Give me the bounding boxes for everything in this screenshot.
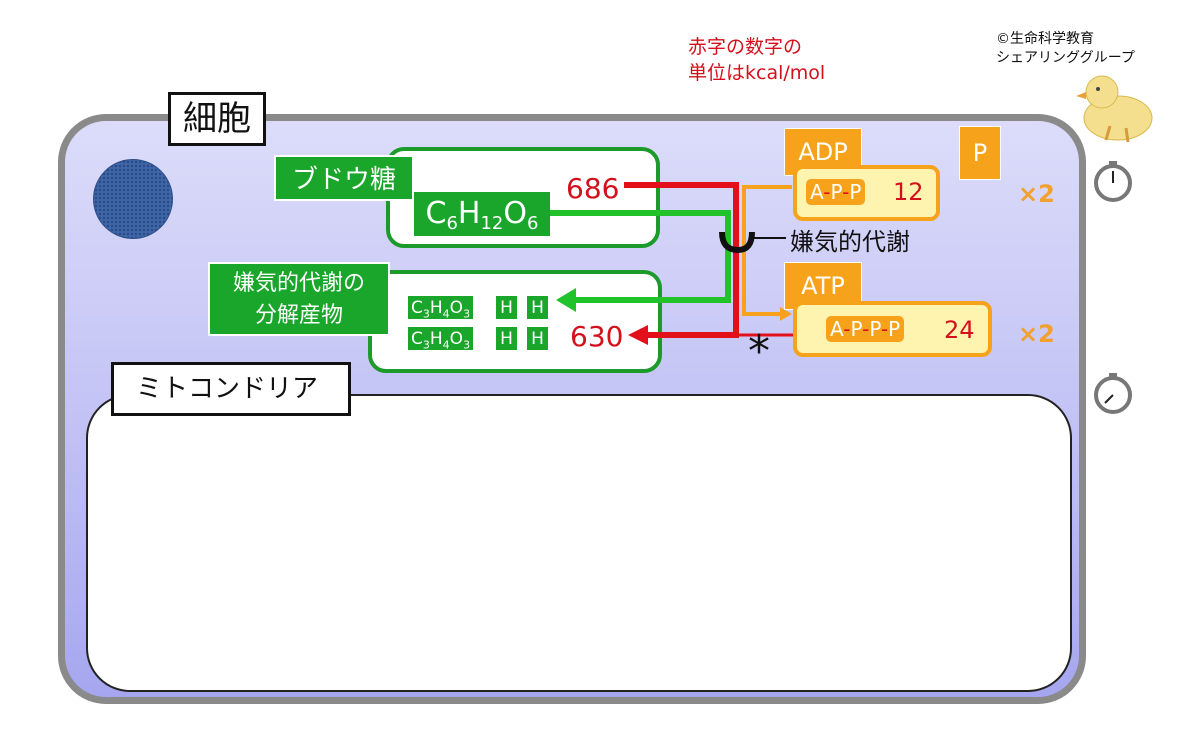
atp-arrowhead <box>780 307 792 321</box>
asterisk-mark: * <box>748 326 770 377</box>
glucose-energy: 686 <box>566 172 620 205</box>
atp-multiplier: ×2 <box>1018 320 1055 348</box>
glucose-formula: C6H12O6 <box>414 192 550 236</box>
chick-mascot-icon <box>1076 75 1153 143</box>
products-tag-line1: 嫌気的代謝の <box>232 271 365 296</box>
hydrogen-tag: H <box>495 326 518 351</box>
adp-structure: A-P-P <box>806 179 866 205</box>
stopwatch-icon <box>1094 161 1132 202</box>
unit-note: 赤字の数字の 単位はkcal/mol <box>688 34 825 86</box>
products-energy: 630 <box>570 320 624 353</box>
unit-note-line2: 単位はkcal/mol <box>688 62 826 84</box>
products-tag-line2: 分解産物 <box>254 303 343 328</box>
cell-label: 細胞 <box>168 92 266 146</box>
phosphate-tag: P <box>959 126 1001 180</box>
process-label: 嫌気的代謝 <box>790 228 910 256</box>
stopwatch-icon <box>1094 373 1132 414</box>
hydrogen-tag: H <box>526 326 549 351</box>
pyruvate-formula: C3H4O3 <box>407 295 475 320</box>
red-arrowhead-left <box>628 325 648 345</box>
hydrogen-tag: H <box>526 295 549 320</box>
unit-note-line1: 赤字の数字の <box>688 36 803 58</box>
adp-multiplier: ×2 <box>1018 180 1055 208</box>
process-clip-icon <box>719 231 755 254</box>
products-box <box>368 270 662 373</box>
green-flow-arrow <box>550 210 731 303</box>
copyright-line2: シェアリンググループ <box>996 50 1135 66</box>
green-arrowhead <box>556 288 576 312</box>
mitochondria-label: ミトコンドリア <box>111 362 351 416</box>
nucleus <box>93 159 173 239</box>
copyright-line1: ©生命科学教育 <box>996 31 1094 47</box>
mitochondria <box>86 394 1072 692</box>
products-tag: 嫌気的代謝の 分解産物 <box>208 262 390 336</box>
copyright: ©生命科学教育 シェアリンググループ <box>996 30 1135 68</box>
glucose-tag: ブドウ糖 <box>274 155 414 201</box>
atp-structure: A-P-P-P <box>826 316 905 342</box>
pyruvate-formula: C3H4O3 <box>407 326 475 351</box>
atp-energy: 24 <box>944 316 975 344</box>
hydrogen-tag: H <box>495 295 518 320</box>
red-flow-arrow <box>624 182 739 338</box>
adp-energy: 12 <box>893 178 924 206</box>
